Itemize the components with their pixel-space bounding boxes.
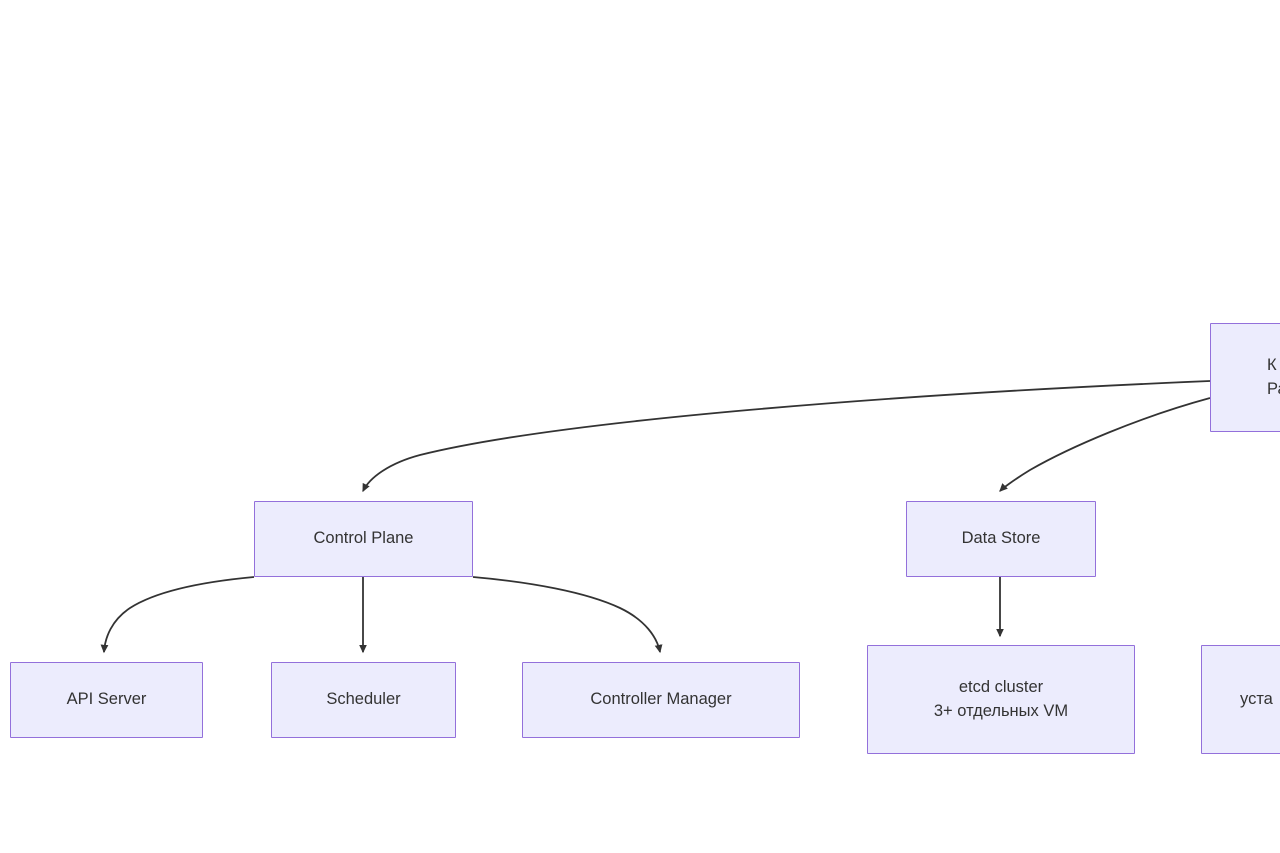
node-control-plane[interactable]: Control Plane: [254, 501, 473, 577]
node-api-server[interactable]: API Server: [10, 662, 203, 738]
node-etcd-line-2: 3+ отдельных VM: [933, 701, 1069, 720]
node-root-line-1: К: [1267, 355, 1277, 374]
node-control-plane-label: Control Plane: [313, 529, 414, 548]
node-controller-manager-label: Controller Manager: [590, 690, 732, 709]
node-etcd[interactable]: etcd cluster 3+ отдельных VM: [867, 645, 1135, 754]
node-scheduler[interactable]: Scheduler: [271, 662, 456, 738]
node-api-server-label: API Server: [66, 690, 147, 709]
node-data-store[interactable]: Data Store: [906, 501, 1096, 577]
node-root-line-2: Раз: [1267, 379, 1280, 398]
node-data-store-label: Data Store: [961, 529, 1041, 548]
edge-control-plane-to-controller-manager: [472, 576, 663, 654]
node-etcd-line-1: etcd cluster: [958, 677, 1044, 696]
node-controller-manager[interactable]: Controller Manager: [522, 662, 800, 738]
edge-root-to-data-store: [999, 397, 1211, 492]
node-scheduler-label: Scheduler: [326, 690, 401, 709]
node-worker[interactable]: уста: [1201, 645, 1280, 754]
node-root[interactable]: К Раз: [1210, 323, 1280, 432]
edge-control-plane-to-api-server: [100, 576, 255, 654]
node-worker-label: уста: [1240, 689, 1273, 708]
edge-root-to-control-plane: [362, 380, 1211, 493]
